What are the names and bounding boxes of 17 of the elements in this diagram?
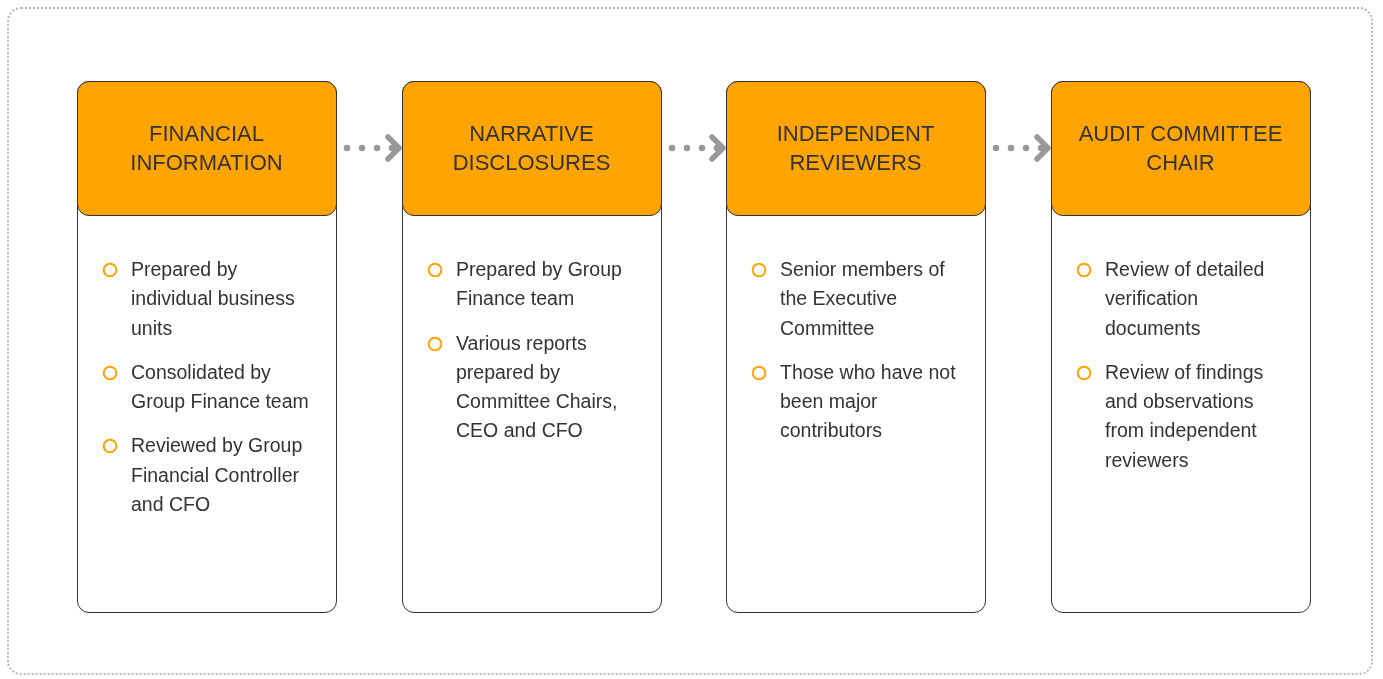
bullet-text: Consolidated by Group Finance team [131,360,309,413]
bullet-text: Reviewed by Group Financial Controller and CFO [131,434,303,516]
bullet-text: Various reports prepared by Committee Chairs, CEO and CFO [456,331,618,442]
bullet-text: Prepared by individual business units [131,258,295,339]
bullet-text: Those who have not been major contributors [780,360,956,442]
stage-heading: INDEPENDENT REVIEWERS [725,80,986,216]
stage-heading: FINANCIAL INFORMATION [76,80,337,216]
bullet-text: Review of detailed verification documents [1105,258,1265,339]
bullet-text: Senior members of the Executive Committee [780,258,945,339]
bullet-text: Prepared by Group Finance team [456,258,622,310]
stage-card [1051,81,1311,613]
stage-card [402,81,662,613]
stage-heading: NARRATIVE DISCLOSURES [401,80,662,216]
stage-card [77,81,337,613]
bullet-text: Review of findings and observations from independent reviewers [1105,360,1264,471]
stage-card [726,81,986,613]
stage-heading: AUDIT COMMITTEE CHAIR [1050,80,1311,216]
